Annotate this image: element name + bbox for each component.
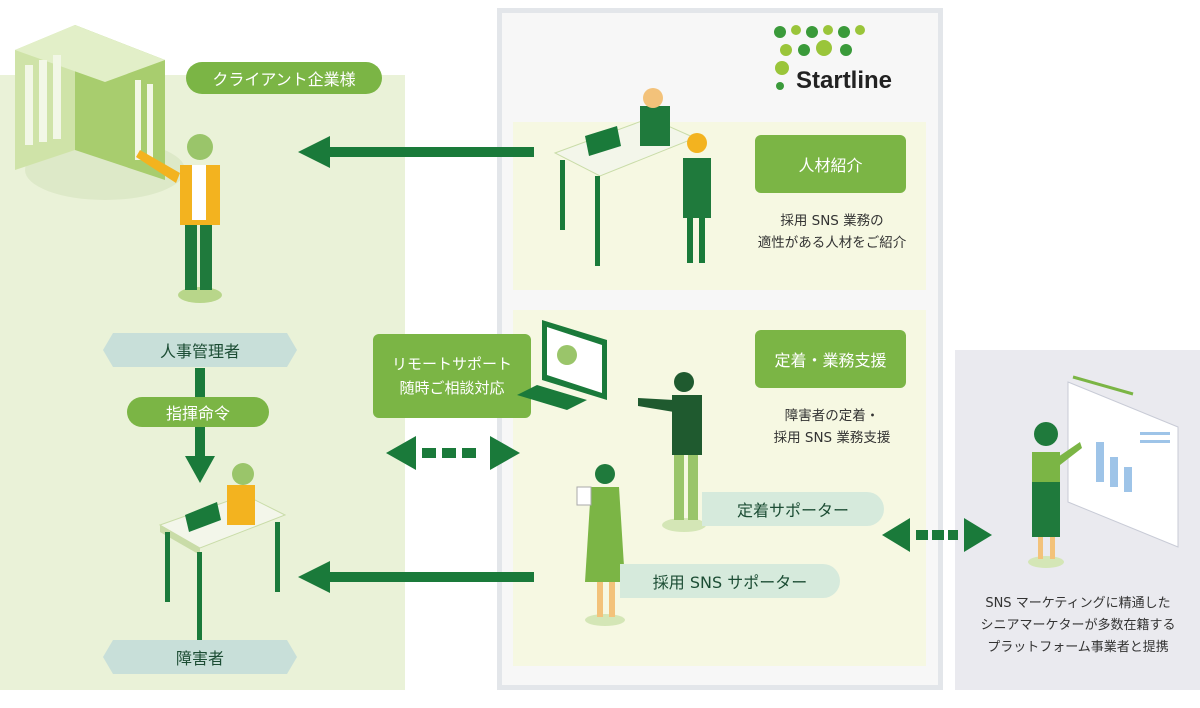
- support-desc-line-1: 障害者の定着・: [784, 408, 880, 424]
- support-desc: 障害者の定着・ 採用 SNS 業務支援: [722, 405, 942, 449]
- sns-supporter-label: 採用 SNS サポーター: [620, 564, 840, 598]
- command-label: 指揮命令: [127, 397, 269, 427]
- platform-desc: SNS マーケティングに精通した シニアマーケターが多数在籍する プラットフォー…: [960, 593, 1196, 659]
- placement-arrow: [298, 136, 534, 168]
- office-building-illustration: [15, 25, 185, 200]
- support-title: 定着・業務支援: [755, 330, 906, 388]
- support-arrow: [298, 561, 534, 593]
- platform-desc-line-2: シニアマーケターが多数在籍する: [980, 618, 1176, 633]
- placement-desc: 採用 SNS 業務の 適性がある人材をご紹介: [722, 210, 942, 254]
- employee-at-desk-illustration: [158, 463, 287, 642]
- retention-supporter-label: 定着サポーター: [702, 492, 884, 526]
- support-desc-line-2: 採用 SNS 業務支援: [773, 430, 891, 446]
- placement-title: 人材紹介: [755, 135, 906, 193]
- marketer-presentation-illustration: [1028, 375, 1179, 568]
- disabled-person-label: 障害者: [103, 640, 297, 674]
- retention-supporter-figure: [638, 372, 706, 532]
- sns-supporter-figure: [576, 464, 625, 626]
- hr-manager-figure: [136, 134, 222, 303]
- startline-logo-text: Startline: [796, 67, 893, 94]
- remote-double-arrow: [386, 436, 520, 470]
- placement-desc-line-2: 適性がある人材をご紹介: [757, 235, 907, 251]
- remote-support-box: リモートサポート 随時ご相談対応: [373, 334, 531, 418]
- platform-desc-line-3: プラットフォーム事業者と提携: [987, 640, 1169, 655]
- remote-support-line-2: 随時ご相談対応: [399, 379, 505, 397]
- placement-desc-line-1: 採用 SNS 業務の: [780, 213, 884, 229]
- monitor-illustration: [517, 320, 607, 410]
- platform-double-arrow: [882, 518, 992, 552]
- client-label: クライアント企業様: [186, 62, 382, 94]
- platform-desc-line-1: SNS マーケティングに精通した: [985, 596, 1171, 611]
- remote-support-line-1: リモートサポート: [391, 355, 512, 373]
- recruitment-meeting-illustration: [553, 88, 711, 266]
- hr-manager-label: 人事管理者: [103, 333, 297, 367]
- startline-logo-dots: [774, 25, 865, 90]
